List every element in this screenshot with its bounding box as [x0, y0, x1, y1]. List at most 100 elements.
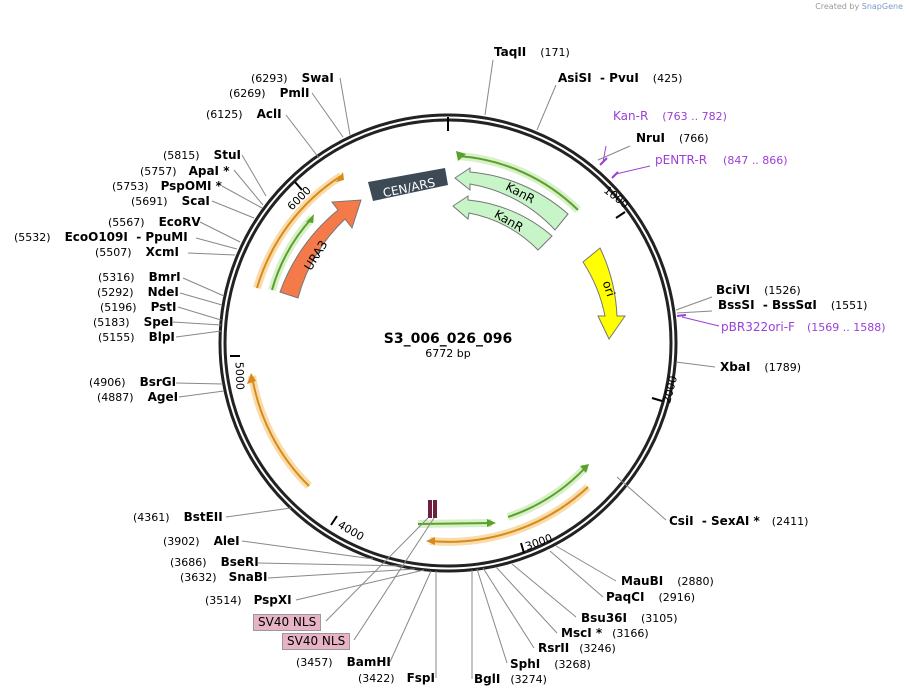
enzyme-fspi-pos: (3422) — [358, 672, 395, 685]
leader-stui — [241, 154, 267, 197]
enzyme-msci-name: MscI * — [561, 626, 603, 640]
enzyme-snabi-pos: (3632) — [180, 571, 217, 584]
enzyme-pspxi-pos: (3514) — [205, 594, 242, 607]
enzyme-swai[interactable]: (6293)SwaI — [251, 71, 334, 85]
credit-prefix: Created by — [815, 2, 860, 11]
enzyme-psti[interactable]: (5196)PstI — [100, 300, 177, 314]
enzyme-pspomi[interactable]: (5753)PspOMI * — [112, 179, 223, 193]
leader-spei — [172, 321, 222, 326]
enzyme-pmli-name: PmlI — [280, 86, 310, 100]
primer-marks — [599, 145, 720, 327]
leader-bseri — [257, 562, 405, 567]
enzyme-alei[interactable]: (3902)AleI — [163, 534, 240, 548]
enzyme-xbai[interactable]: XbaI(1789) — [720, 360, 801, 374]
leader-bamhi — [389, 570, 432, 663]
enzyme-bamhi-pos: (3457) — [296, 656, 333, 669]
leader-sphi — [476, 568, 508, 664]
feature-cen-ars[interactable]: CEN/ARS — [368, 168, 448, 201]
leader-swai — [339, 77, 351, 136]
enzyme-acli[interactable]: (6125)AclI — [206, 107, 282, 121]
enzyme-rsrii[interactable]: RsrII(3246) — [538, 641, 616, 655]
enzyme-nrui-pos: (766) — [679, 132, 709, 145]
enzyme-pmli-pos: (6269) — [229, 87, 266, 100]
enzyme-nrui[interactable]: NruI(766) — [636, 131, 709, 145]
enzyme-scai-pos: (5691) — [131, 195, 168, 208]
enzyme-bgli[interactable]: BglI(3274) — [474, 672, 547, 686]
leader-bsrgi — [175, 382, 224, 385]
ori-label: ori — [600, 279, 618, 298]
enzyme-pspxi[interactable]: (3514)PspXI — [205, 593, 292, 607]
ura3-arrow — [279, 199, 362, 299]
leader-xbai — [675, 361, 716, 368]
enzyme-bsu36i[interactable]: Bsu36I(3105) — [581, 611, 678, 625]
leader-acli — [285, 114, 320, 159]
enzyme-paqci-pos: (2916) — [658, 591, 695, 604]
enzyme-bsssi[interactable]: BssSI - BssSαI(1551) — [718, 298, 867, 312]
enzyme-spei[interactable]: (5183) SpeI — [93, 315, 173, 329]
enzyme-blpi[interactable]: (5155)BlpI — [98, 330, 175, 344]
enzyme-bmri[interactable]: (5316)BmrI — [98, 270, 181, 284]
tick-1000 — [615, 211, 626, 219]
enzyme-asisi-name: AsiSI - PvuI — [558, 71, 639, 85]
enzyme-rsrii-pos: (3246) — [579, 642, 616, 655]
enzyme-csii-sexai[interactable]: CsiI - SexAI *(2411) — [669, 514, 808, 528]
enzyme-ndei-name: NdeI — [148, 285, 179, 299]
primer-kan-r[interactable]: Kan-R(763 .. 782) — [613, 109, 727, 123]
enzyme-ecoo109i-ppumi[interactable]: (5532)EcoO109I - PpuMI — [14, 230, 188, 244]
enzyme-swai-pos: (6293) — [251, 72, 288, 85]
enzyme-bsssi-pos: (1551) — [831, 299, 868, 312]
enzyme-xcmi[interactable]: (5507)XcmI — [95, 245, 179, 259]
orf-left-arc — [251, 375, 310, 487]
feature-sv40-nls-1[interactable]: SV40 NLS — [253, 614, 322, 631]
enzyme-paqci[interactable]: PaqCI (2916) — [606, 590, 695, 604]
primer-labels: Kan-R(763 .. 782) pENTR-R(847 .. 866) pB… — [613, 109, 886, 334]
enzyme-ndei-pos: (5292) — [97, 286, 134, 299]
leader-psti — [177, 306, 222, 321]
primer-pentr-r-name: pENTR-R — [655, 153, 707, 167]
kanr-1-arrow — [454, 167, 569, 231]
enzyme-spei-pos: (5183) — [93, 316, 130, 329]
enzyme-agei[interactable]: (4887)AgeI — [97, 390, 178, 404]
enzyme-pmli[interactable]: (6269) PmlI — [229, 86, 309, 100]
enzyme-maubi[interactable]: MauBI(2880) — [621, 574, 714, 588]
enzyme-ecorv[interactable]: (5567)EcoRV — [108, 215, 201, 229]
leader-bsssi — [676, 310, 713, 314]
leader-maubi — [555, 545, 617, 582]
enzyme-maubi-pos: (2880) — [677, 575, 714, 588]
enzyme-fspi[interactable]: (3422)FspI — [358, 671, 435, 685]
tick-3000 — [520, 542, 525, 554]
enzyme-bsteii-pos: (4361) — [133, 511, 170, 524]
primer-kan-r-range: (763 .. 782) — [662, 110, 727, 123]
enzyme-apai[interactable]: (5757)ApaI * — [140, 164, 230, 178]
primer-pbr322ori-f[interactable]: pBR322ori-F(1569 .. 1588) — [721, 320, 886, 334]
enzyme-asisi-pvui[interactable]: AsiSI - PvuI(425) — [558, 71, 682, 85]
leader-csii — [616, 476, 667, 521]
enzyme-paqci-name: PaqCI — [606, 590, 644, 604]
enzyme-spei-name: SpeI — [144, 315, 174, 329]
enzyme-sphi[interactable]: SphI(3268) — [510, 657, 591, 671]
enzyme-bsu36i-pos: (3105) — [641, 612, 678, 625]
primer-pentr-r[interactable]: pENTR-R(847 .. 866) — [655, 153, 788, 167]
enzyme-bcivi[interactable]: BciVI(1526) — [716, 283, 801, 297]
enzyme-stui[interactable]: (5815)StuI — [163, 148, 241, 162]
credit-line: Created by SnapGene — [815, 2, 903, 11]
enzyme-ndei[interactable]: (5292) NdeI — [97, 285, 179, 299]
leader-snabi — [267, 568, 416, 579]
leader-apai — [233, 169, 264, 206]
enzyme-csii-pos: (2411) — [772, 515, 809, 528]
enzyme-bamhi[interactable]: (3457)BamHI — [296, 655, 391, 669]
leader-ndei — [179, 292, 223, 306]
enzyme-alei-name: AleI — [214, 534, 240, 548]
enzyme-bgli-pos: (3274) — [510, 673, 547, 686]
feature-sv40-nls-2[interactable]: SV40 NLS — [282, 633, 351, 650]
enzyme-bseri[interactable]: (3686)BseRI — [170, 555, 259, 569]
enzyme-taqii[interactable]: TaqII(171) — [494, 45, 570, 59]
enzyme-snabi[interactable]: (3632)SnaBI — [180, 570, 267, 584]
orf-left-highlight — [248, 375, 312, 489]
enzyme-bsteii[interactable]: (4361)BstEII — [133, 510, 223, 524]
enzyme-scai[interactable]: (5691)ScaI — [131, 194, 210, 208]
enzyme-bsrgi[interactable]: (4906)BsrGI — [89, 375, 176, 389]
enzyme-msci[interactable]: MscI *(3166) — [561, 626, 649, 640]
enzyme-agei-pos: (4887) — [97, 391, 134, 404]
feature-ori[interactable]: ori — [582, 247, 626, 340]
